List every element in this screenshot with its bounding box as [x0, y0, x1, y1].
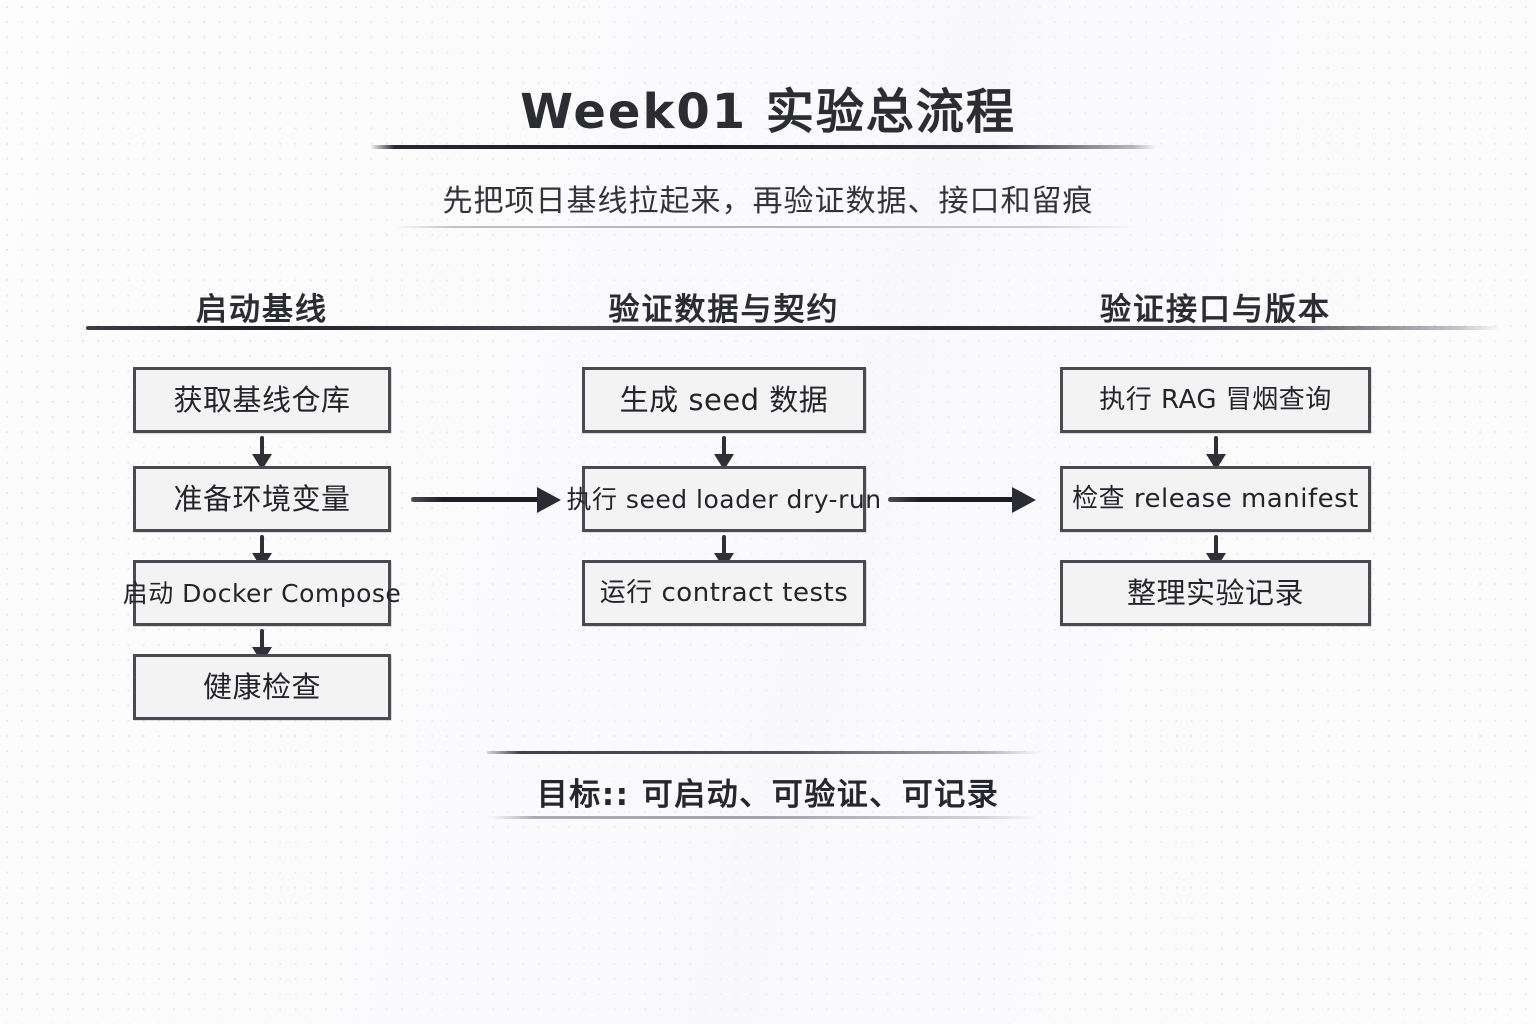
flow-node-seed-loader-dry-run[interactable]: 执行 seed loader dry-run [566, 466, 881, 532]
flow-node-generate-seed-data[interactable]: 生成 seed 数据 [582, 367, 866, 433]
flow-node-label: 准备环境变量 [173, 481, 351, 516]
flow-node-label: 执行 RAG 冒烟查询 [1099, 385, 1332, 415]
arrow-down-c1-s1-to-s2 [249, 436, 275, 470]
stage-arrow-data-to-interface [888, 487, 1036, 513]
footer-divider-top [487, 751, 1040, 754]
page-subtitle: 先把项日基线拉起来，再验证数据、接口和留痕 [442, 184, 1094, 219]
arrow-down-c3-s1-to-s2 [1203, 436, 1229, 470]
flow-node-start-docker-compose[interactable]: 启动 Docker Compose [123, 560, 401, 626]
column-header-divider [86, 326, 1500, 330]
page-title: Week01 实验总流程 [520, 84, 1016, 140]
flow-node-label: 整理实验记录 [1126, 575, 1304, 610]
flow-node-label: 执行 seed loader dry-run [566, 484, 882, 514]
flow-node-label: 生成 seed 数据 [619, 382, 829, 417]
column-header-stage-1: 启动基线 [196, 292, 328, 328]
flow-node-run-contract-tests[interactable]: 运行 contract tests [582, 560, 866, 626]
column-header-stage-2: 验证数据与契约 [608, 292, 840, 328]
flow-node-label: 运行 contract tests [599, 578, 849, 608]
title-underline [371, 145, 1157, 149]
flow-node-health-check[interactable]: 健康检查 [133, 654, 391, 720]
flow-node-check-release-manifest[interactable]: 检查 release manifest [1060, 466, 1371, 532]
flow-node-prepare-env-vars[interactable]: 准备环境变量 [133, 466, 391, 532]
flow-node-fetch-baseline-repo[interactable]: 获取基线仓库 [133, 367, 391, 433]
stage-arrow-baseline-to-data [411, 487, 561, 513]
flow-node-label: 健康检查 [202, 669, 321, 704]
footer-divider-bottom [490, 816, 1038, 819]
flow-node-label: 检查 release manifest [1072, 484, 1359, 514]
subtitle-underline [395, 226, 1135, 228]
flow-node-label: 获取基线仓库 [173, 382, 351, 417]
flow-node-label: 启动 Docker Compose [122, 578, 402, 608]
flow-node-rag-smoke-query[interactable]: 执行 RAG 冒烟查询 [1060, 367, 1371, 433]
flow-node-compile-experiment-records[interactable]: 整理实验记录 [1060, 560, 1371, 626]
column-header-stage-3: 验证接口与版本 [1100, 292, 1331, 328]
arrow-down-c2-s1-to-s2 [711, 436, 737, 470]
footer-goal-note: 目标:: 可启动、可验证、可记录 [536, 777, 1000, 813]
